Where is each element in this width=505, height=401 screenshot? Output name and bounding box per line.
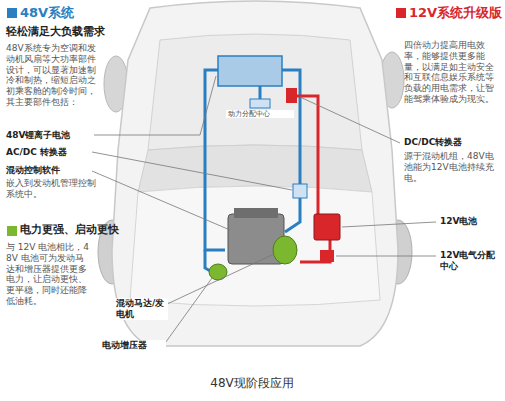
hybrid-motor	[273, 236, 297, 264]
leader-line	[336, 256, 436, 257]
callout-label: 动力分配中心	[226, 110, 294, 118]
callout-label: 48V锂离子电池	[6, 130, 92, 141]
callout-label: AC/DC 转换器	[6, 147, 92, 158]
48v-wire	[285, 198, 300, 232]
12v-distribution	[320, 250, 334, 262]
hood	[130, 186, 380, 306]
leader-line	[165, 254, 274, 305]
callout-label: 电动增压器	[100, 340, 166, 351]
windshield	[138, 145, 372, 192]
distribution-box	[250, 99, 270, 108]
48v-wire	[282, 70, 300, 185]
car-body	[112, 1, 398, 346]
callout-label: 电力更强、启动更快	[20, 223, 120, 236]
callout-label: 四倍动力提高用电效率，能够提供更多能量，以满足如主动安全和互联信息娱乐系统等负载…	[404, 40, 502, 105]
leader-line	[92, 171, 230, 230]
leader-line	[300, 97, 400, 143]
callout-label: 12V电气分配中心	[440, 250, 498, 272]
caption: 48V现阶段应用	[152, 376, 352, 390]
callout-label: 12V系统升级版	[409, 5, 503, 21]
heading-square	[7, 8, 17, 18]
acdc-converter	[293, 184, 307, 198]
callout-label: 48V系统	[20, 5, 120, 21]
car-roof	[148, 34, 362, 150]
heading-square	[7, 226, 17, 236]
12v-battery	[314, 214, 340, 240]
leader-line	[163, 278, 212, 346]
48v-wire	[205, 70, 225, 250]
callout-label: 轻松满足大负载需求	[6, 25, 110, 38]
12v-wire	[296, 96, 318, 222]
callout-label: 48V系统专为空调和发动机风扇等大功率部件设计，可以显著加速制冷和制热，缩短启动…	[6, 43, 102, 108]
leader-line	[94, 76, 216, 135]
48v-wire	[259, 86, 262, 100]
leader-line	[342, 222, 436, 227]
callout-label: DC/DC转换器	[404, 137, 502, 148]
leader-line	[92, 152, 292, 190]
callout-label: 源于混动机组，48V电池能为12V电池持续充电。	[404, 151, 502, 183]
48v-battery	[218, 56, 282, 86]
callout-label: 12V电池	[440, 216, 500, 227]
callout-label: 嵌入到发动机管理控制系统中。	[6, 178, 102, 200]
heading-square	[396, 8, 406, 18]
dcdc-converter	[286, 88, 297, 103]
callout-label: 混动控制软件	[6, 165, 92, 176]
engine-cover	[234, 208, 278, 218]
callout-label: 与 12V 电池相比，48V 电池可为发动马达和增压器提供更多电力，让启动更快、…	[6, 242, 92, 307]
callout-label: 混动马达/发电机	[114, 298, 168, 320]
